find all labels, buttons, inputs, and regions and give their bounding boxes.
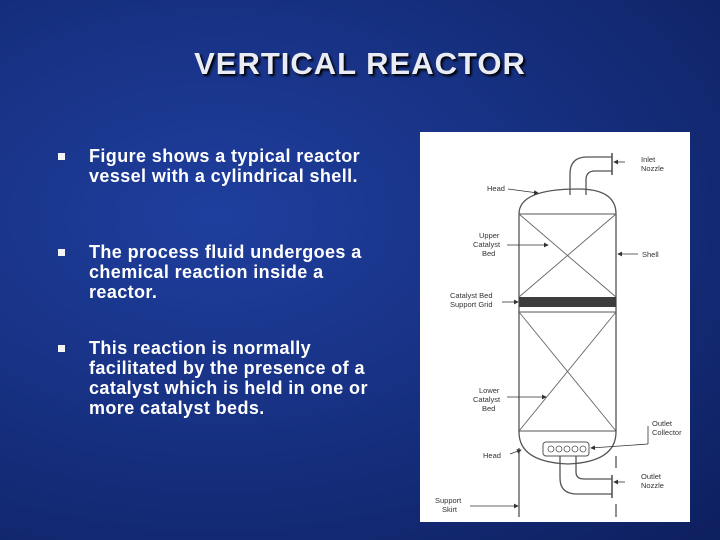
lower-catalyst-bed: [518, 311, 617, 432]
slide-title: VERTICAL REACTOR: [194, 46, 526, 81]
outlet-collector: [542, 441, 590, 457]
bullet-text: The process fluid undergoes a chemical r…: [89, 242, 362, 302]
top-head: [518, 188, 617, 215]
bullet-marker: [58, 153, 65, 160]
inlet-nozzle-pipe: [569, 156, 612, 195]
label-head-top: Head: [487, 184, 505, 193]
outlet-nozzle-pipe: [559, 456, 612, 495]
bullet-text: This reaction is normally facilitated by…: [89, 338, 368, 418]
label-head-bottom: Head: [483, 451, 501, 460]
label-shell: Shell: [642, 250, 659, 259]
bullet-marker: [58, 249, 65, 256]
upper-catalyst-bed: [518, 213, 617, 298]
support-skirt: [518, 448, 617, 517]
bottom-head: [518, 431, 617, 465]
bullet-marker: [58, 345, 65, 352]
bullet-text: Figure shows a typical reactor vessel wi…: [89, 146, 361, 186]
catalyst-bed-support-grid: [519, 297, 616, 307]
